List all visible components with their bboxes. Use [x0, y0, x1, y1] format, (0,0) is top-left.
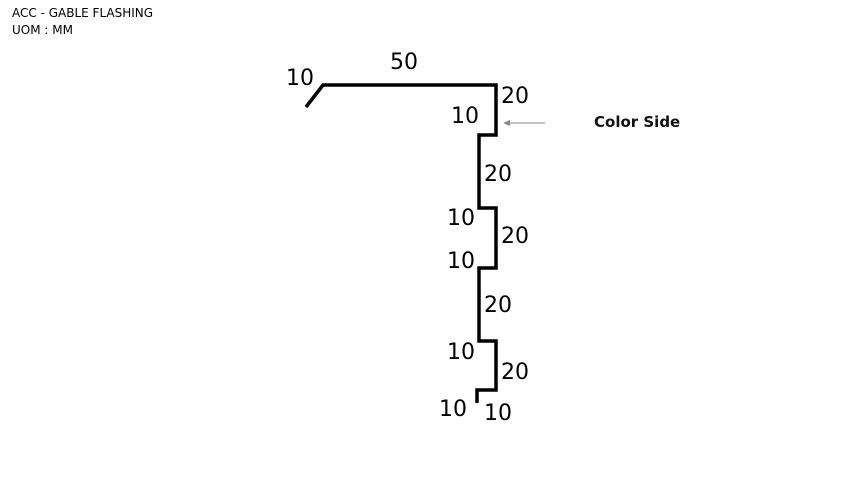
dimension-return-3: 10 [447, 249, 475, 274]
drawing-header: ACC - GABLE FLASHING UOM : MM [12, 5, 153, 39]
color-side-arrowhead [503, 120, 510, 126]
dimension-return-5: 10 [439, 397, 467, 422]
dimension-drop-3: 20 [501, 360, 529, 385]
dimension-hem: 10 [286, 66, 314, 91]
dimension-return-4: 10 [447, 340, 475, 365]
dimension-return-2: 10 [447, 206, 475, 231]
dimension-drop-1: 20 [501, 84, 529, 109]
color-side-label: Color Side [594, 113, 680, 131]
unit-of-measure: UOM : MM [12, 23, 73, 37]
dimension-step-2: 20 [484, 293, 512, 318]
dimension-end: 10 [484, 401, 512, 426]
dimension-top: 50 [390, 50, 418, 75]
flashing-profile-line [304, 83, 498, 403]
dimension-drop-2: 20 [501, 224, 529, 249]
dimension-return-1: 10 [451, 104, 479, 129]
drawing-title: ACC - GABLE FLASHING [12, 6, 154, 20]
dimension-step-1: 20 [484, 162, 512, 187]
